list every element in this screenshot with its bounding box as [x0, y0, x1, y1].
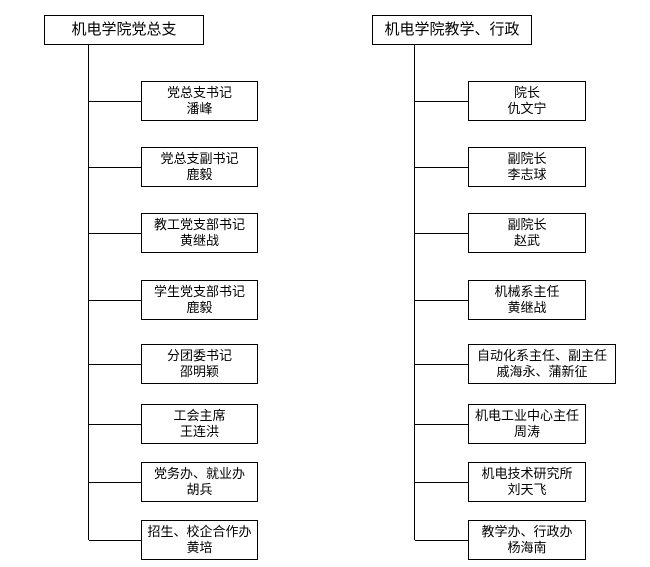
org-node-party-affairs-office: 党务办、就业办 胡兵 — [89, 462, 258, 502]
node-title: 教工党支部书记 — [153, 217, 245, 232]
node-title: 副院长 — [507, 151, 547, 166]
node-person: 邵明颖 — [179, 364, 219, 379]
org-node-student-branch-secretary: 学生党支部书记 鹿毅 — [89, 280, 258, 320]
org-node-youth-league-secretary: 分团委书记 邵明颖 — [89, 344, 258, 384]
node-title: 工会主席 — [173, 408, 226, 423]
party-root-node: 机电学院党总支 — [44, 15, 204, 45]
party-trunk-line — [88, 45, 89, 540]
node-person: 李志球 — [507, 167, 547, 182]
node-title: 机械系主任 — [494, 284, 560, 299]
org-node-union-chairman: 工会主席 王连洪 — [89, 404, 258, 444]
node-person: 鹿毅 — [186, 300, 213, 315]
org-node-industry-center-head: 机电工业中心主任 周涛 — [415, 404, 586, 444]
node-person: 胡兵 — [186, 482, 213, 497]
node-title: 党总支副书记 — [160, 151, 239, 166]
node-title: 党总支书记 — [166, 85, 232, 100]
node-title: 自动化系主任、副主任 — [476, 348, 607, 363]
node-person: 潘峰 — [186, 101, 213, 116]
node-person: 赵武 — [513, 233, 540, 248]
node-person: 黄继战 — [507, 300, 547, 315]
node-person: 鹿毅 — [186, 167, 213, 182]
node-title: 副院长 — [507, 217, 547, 232]
admin-root-label: 机电学院教学、行政 — [384, 22, 520, 38]
node-person: 王连洪 — [179, 424, 219, 439]
admin-trunk-line — [414, 45, 415, 540]
org-node-party-deputy-secretary: 党总支副书记 鹿毅 — [89, 147, 258, 187]
node-title: 机电工业中心主任 — [474, 408, 579, 423]
org-node-dean: 院长 仇文宁 — [415, 81, 586, 121]
node-title: 学生党支部书记 — [153, 284, 245, 299]
party-root-label: 机电学院党总支 — [71, 22, 177, 38]
org-node-teaching-admin-office: 教学办、行政办 杨海南 — [415, 520, 586, 560]
org-node-research-institute: 机电技术研究所 刘天飞 — [415, 462, 586, 502]
node-person: 仇文宁 — [507, 101, 547, 116]
node-title: 机电技术研究所 — [481, 466, 573, 481]
org-node-mechanical-dept-head: 机械系主任 黄继战 — [415, 280, 586, 320]
org-node-vice-dean-1: 副院长 李志球 — [415, 147, 586, 187]
node-title: 分团委书记 — [166, 348, 232, 363]
node-title: 教学办、行政办 — [481, 524, 573, 539]
org-node-staff-branch-secretary: 教工党支部书记 黄继战 — [89, 213, 258, 253]
org-node-admissions-office: 招生、校企合作办 黄培 — [89, 520, 258, 560]
node-title: 院长 — [513, 85, 540, 100]
node-person: 戚海永、蒲新征 — [496, 364, 588, 379]
node-person: 杨海南 — [507, 540, 547, 555]
node-person: 周涛 — [513, 424, 540, 439]
org-node-party-secretary: 党总支书记 潘峰 — [89, 81, 258, 121]
admin-root-node: 机电学院教学、行政 — [372, 15, 532, 45]
node-person: 黄继战 — [179, 233, 219, 248]
node-person: 刘天飞 — [507, 482, 547, 497]
org-node-vice-dean-2: 副院长 赵武 — [415, 213, 586, 253]
node-person: 黄培 — [186, 540, 213, 555]
org-node-automation-dept-heads: 自动化系主任、副主任 戚海永、蒲新征 — [415, 344, 616, 384]
node-title: 招生、校企合作办 — [147, 524, 252, 539]
node-title: 党务办、就业办 — [153, 466, 245, 481]
